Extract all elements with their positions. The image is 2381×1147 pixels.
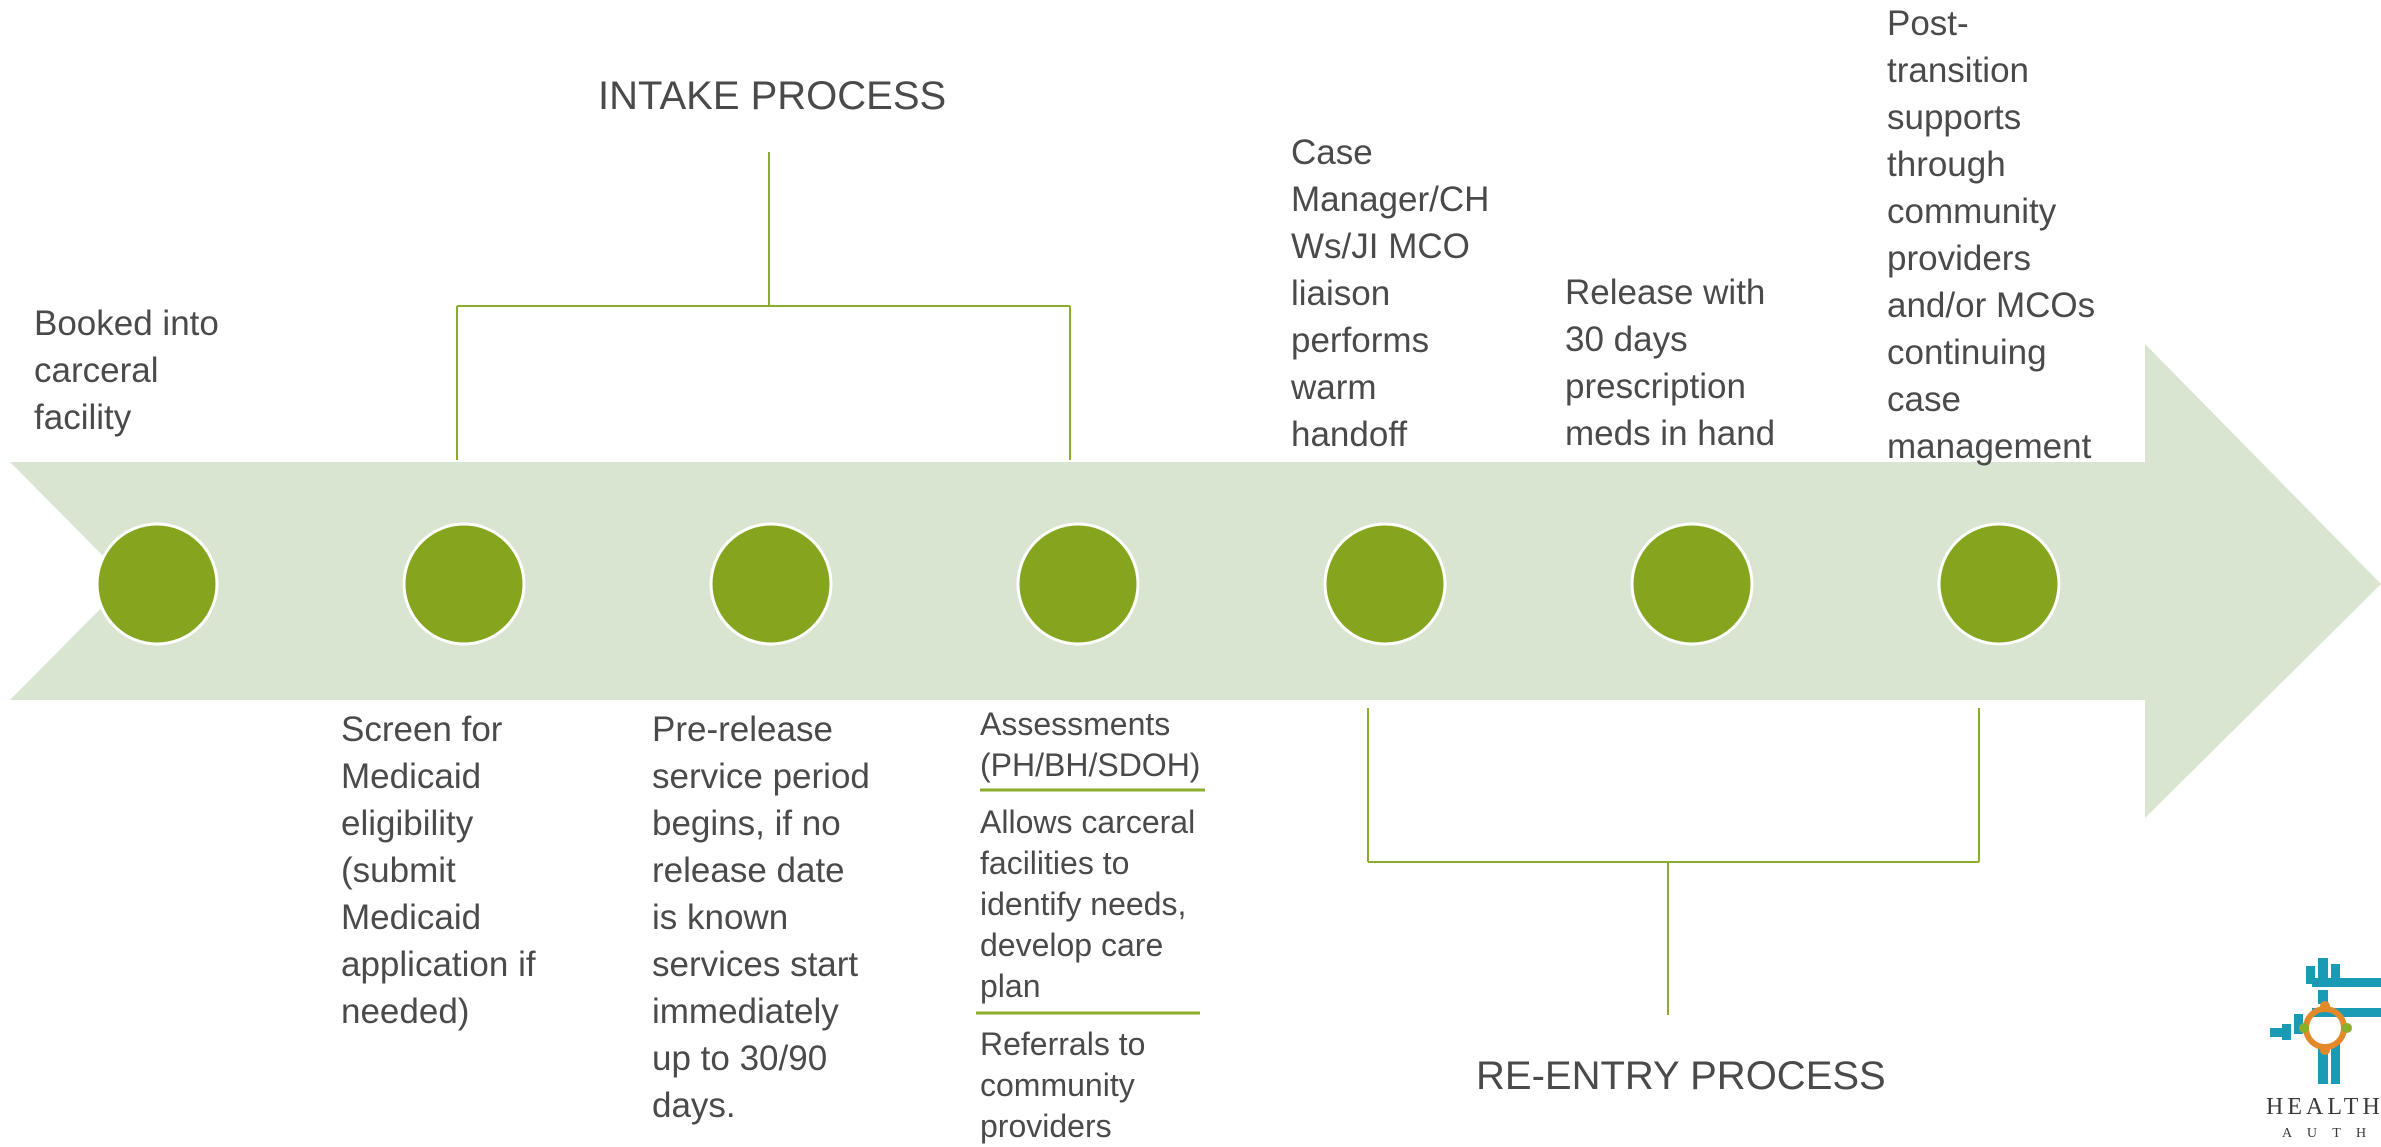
timeline-arrow-shape [10,344,2381,818]
reentry-process-heading: RE-ENTRY PROCESS [1476,1054,1886,1098]
milestone-dot-2 [402,522,526,646]
step-post-transition-label: Post- transition supports through commun… [1887,4,2096,466]
step-allows-label: Allows carceral facilities to identify n… [980,804,1196,1004]
milestone-dot-7 [1937,522,2061,646]
step-screen-label: Screen for Medicaid eligibility (submit … [341,710,536,1031]
step-referrals-label: Referrals to community providers [980,1026,1146,1144]
reentry-bracket [1367,708,1980,1015]
logo-subword: A U T H O R I [2282,1126,2381,1141]
step-assessments-label: Assessments (PH/BH/SDOH) [980,706,1201,783]
milestone-dot-4 [1016,522,1140,646]
health-care-authority-logo-icon [2270,958,2381,1084]
logo-wordmark: HEALTH CA [2266,1094,2381,1120]
step-release-label: Release with 30 days prescription meds i… [1565,273,1776,453]
step-booked-label: Booked into carceral facility [34,304,219,437]
milestone-dot-5 [1323,522,1447,646]
milestone-dot-1 [95,522,219,646]
milestone-dot-3 [709,522,833,646]
step-prerelease-label: Pre-release service period begins, if no… [652,710,870,1125]
step-case-manager-label: Case Manager/CH Ws/JI MCO liaison perfor… [1291,133,1490,454]
intake-bracket [456,152,1071,460]
intake-process-heading: INTAKE PROCESS [598,74,947,118]
milestone-dot-6 [1630,522,1754,646]
